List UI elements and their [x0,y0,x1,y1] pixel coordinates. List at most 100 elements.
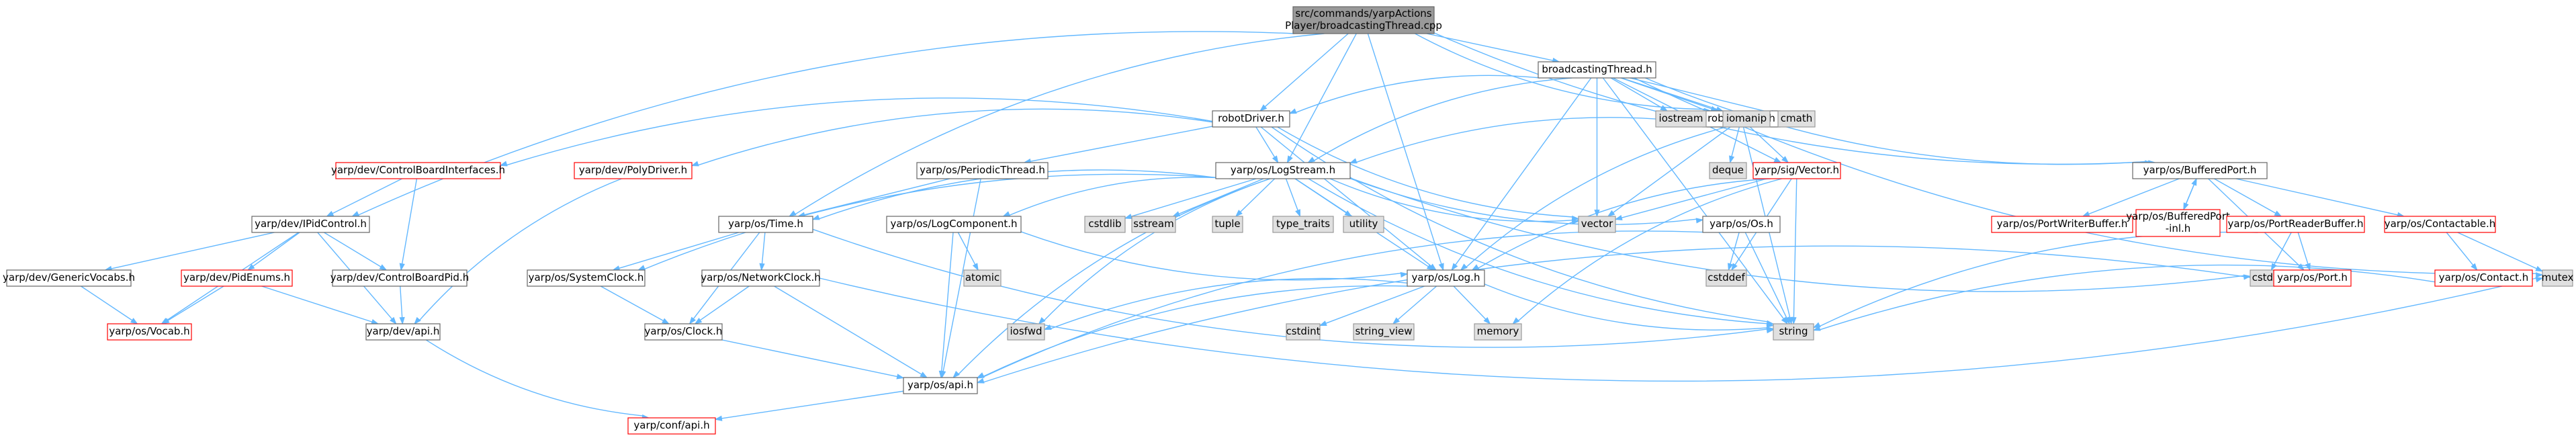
node-type_traits: type_traits [1272,216,1334,233]
edge-ls-to-logc [1002,177,1234,217]
edge-bt-to-iomanip [1621,77,1724,112]
node-port[interactable]: yarp/os/Port.h [2273,269,2352,287]
node-box [181,269,293,287]
edge-ipid-to-pidenums [247,232,300,271]
node-iomanip: iomanip [1722,110,1771,128]
edge-bt-to-ls [1307,77,1572,163]
node-bt[interactable]: broadcastingThread.h [1538,61,1656,79]
node-pwb[interactable]: yarp/os/PortWriterBuffer.h [1991,216,2133,233]
node-box [1343,216,1384,233]
node-box [1007,323,1045,341]
edge-log-to-string_view [1392,286,1437,324]
node-box [2542,269,2573,287]
node-box [1212,216,1243,233]
node-box [2132,162,2268,179]
node-gv[interactable]: yarp/dev/GenericVocabs.h [3,269,135,287]
edge-ls-to-string [1308,178,1775,328]
edge-bt-to-iostream [1610,77,1669,112]
node-netclock[interactable]: yarp/os/NetworkClock.h [701,269,821,287]
edge-pidenums-to-devapi [261,286,380,324]
node-box [963,269,1002,287]
edge-cbi-to-ipid [326,178,402,217]
node-label: deque [1712,164,1744,176]
edge-rd-to-pd [691,108,1213,167]
node-ipid[interactable]: yarp/dev/IPidControl.h [251,216,370,233]
edge-log-to-cstdint [1319,286,1425,326]
node-prb[interactable]: yarp/os/PortReaderBuffer.h [2226,216,2365,233]
node-label: Player/broadcastingThread.cpp [1285,19,1442,32]
node-label: vector [1581,218,1613,230]
edge-pd-to-devapi [414,178,622,325]
node-label: yarp/os/Contactable.h [2385,218,2496,230]
edge-port-to-osapi [976,245,2274,384]
node-cont[interactable]: yarp/os/Contactable.h [2384,216,2496,233]
node-label: yarp/dev/PolyDriver.h [579,164,687,176]
node-logc[interactable]: yarp/os/LogComponent.h [886,216,1022,233]
node-devapi[interactable]: yarp/dev/api.h [365,323,441,341]
node-sysclock[interactable]: yarp/os/SystemClock.h [527,269,646,287]
edge-vec-to-memory [1512,178,1782,324]
edge-root-to-log [1367,33,1444,271]
node-confapi[interactable]: yarp/conf/api.h [627,417,716,435]
node-box [1991,216,2133,233]
node-label: yarp/dev/ControlBoardPid.h [330,271,469,283]
node-box [1578,216,1616,233]
node-label: cmath [1781,112,1812,124]
node-box [1407,269,1485,287]
node-box [1705,269,1747,287]
node-atomic: atomic [963,269,1002,287]
node-label: broadcastingThread.h [1542,63,1652,75]
node-label: iostream [1659,112,1703,124]
edge-ls-to-cstdlib [1124,178,1257,220]
node-box [903,377,978,394]
node-label: cstdint [1286,325,1320,337]
node-box [627,417,716,435]
edge-netclock-to-clock [694,286,750,324]
node-box [574,162,693,179]
node-ls[interactable]: yarp/os/LogStream.h [1215,162,1351,179]
node-label: yarp/os/PortWriterBuffer.h [1997,218,2128,230]
node-rd[interactable]: robotDriver.h [1212,110,1290,128]
node-box [701,269,820,287]
node-cstdint: cstdint [1286,323,1321,341]
node-cbi[interactable]: yarp/dev/ControlBoardInterfaces.h [331,162,505,179]
node-pd[interactable]: yarp/dev/PolyDriver.h [574,162,693,179]
node-label: yarp/os/Os.h [1709,218,1773,230]
edge-time-to-sysclock [612,232,740,271]
node-box [2434,269,2533,287]
node-clock[interactable]: yarp/os/Clock.h [644,323,723,341]
edge-prb-to-cstdio [2270,232,2292,271]
node-cbpid[interactable]: yarp/dev/ControlBoardPid.h [330,269,469,287]
node-label: yarp/os/PeriodicThread.h [920,164,1045,176]
edge-clock-to-osapi [721,339,905,380]
edge-logc-to-atomic [957,232,979,271]
node-box [1272,216,1334,233]
node-box [1655,110,1707,128]
node-box [332,269,468,287]
node-label: yarp/dev/GenericVocabs.h [3,271,135,283]
node-pidenums[interactable]: yarp/dev/PidEnums.h [181,269,293,287]
node-log[interactable]: yarp/os/Log.h [1407,269,1485,287]
node-label: yarp/os/LogStream.h [1231,164,1335,176]
edge-time-to-netclock [759,232,766,271]
node-label: iomanip [1726,112,1767,124]
edges-layer [81,31,2544,421]
node-box [1702,216,1781,233]
node-os[interactable]: yarp/os/Os.h [1702,216,1781,233]
node-vec[interactable]: yarp/sig/Vector.h [1752,162,1841,179]
node-box [251,216,370,233]
edge-ls-to-type_traits [1285,178,1301,218]
edge-vec-to-string [1791,178,1797,325]
node-label: yarp/sig/Vector.h [1755,164,1839,176]
node-bpinl[interactable]: yarp/os/BufferedPort-inl.h [2126,209,2230,237]
node-label: yarp/os/Clock.h [645,325,723,337]
node-pt[interactable]: yarp/os/PeriodicThread.h [916,162,1049,179]
node-contact[interactable]: yarp/os/Contact.h [2434,269,2533,287]
edge-ipid-to-cbpid [324,232,388,271]
node-label: yarp/dev/PidEnums.h [183,271,290,283]
node-time[interactable]: yarp/os/Time.h [718,216,813,233]
node-osapi[interactable]: yarp/os/api.h [903,377,978,394]
node-root[interactable]: src/commands/yarpActionsPlayer/broadcast… [1285,6,1442,34]
node-bp[interactable]: yarp/os/BufferedPort.h [2132,162,2268,179]
node-vocab[interactable]: yarp/os/Vocab.h [107,323,192,341]
